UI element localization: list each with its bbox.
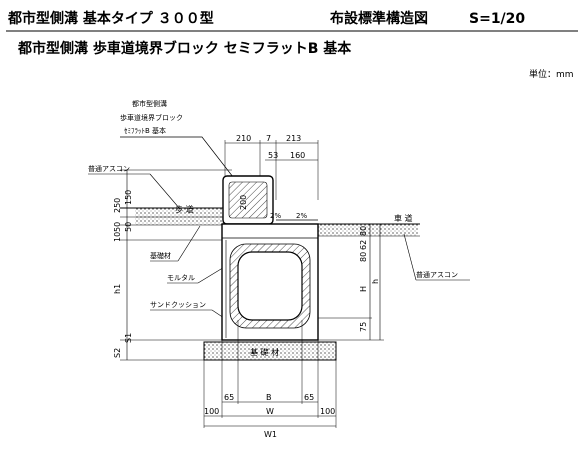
dim-top-160: 160 — [290, 151, 305, 160]
block-name-3: ｾﾐﾌﾗｯﾄB 基本 — [124, 126, 166, 135]
sidewalk-label: 歩 道 — [175, 204, 194, 214]
foundation-left-label: 基礎材 — [150, 251, 171, 260]
dim-right-80: 80 — [359, 226, 368, 236]
foundation-bottom-label: 基 礎 材 — [250, 347, 279, 357]
slope-1: 2% — [270, 212, 281, 220]
dim-top-53: 53 — [268, 151, 278, 160]
dim-top-213: 213 — [286, 134, 301, 143]
dim-right-75: 75 — [359, 322, 368, 332]
subtitle: 都市型側溝 歩車道境界ブロック セミフラットB 基本 — [17, 40, 352, 57]
curb-block-hatch — [228, 181, 268, 219]
sand-cushion-label: サンドクッション — [150, 301, 206, 309]
dim-bot-W1: W1 — [264, 430, 277, 439]
dim-bot-B: B — [266, 393, 272, 402]
dim-bot-100a: 100 — [204, 407, 219, 416]
unit-label: 単位：mm — [529, 68, 574, 80]
ascon-road — [318, 224, 418, 236]
dim-left-50a: 50 — [113, 222, 122, 232]
block-name-1: 都市型側溝 — [132, 99, 167, 108]
dim-right-62: 62 — [359, 240, 368, 250]
dim-bot-65a: 65 — [224, 393, 234, 402]
block-name-2: 歩車道境界ブロック — [120, 113, 183, 122]
mortar-label: モルタル — [167, 273, 195, 282]
dim-top-210: 210 — [236, 134, 251, 143]
title-left: 都市型側溝 基本タイプ ３００型 — [7, 10, 214, 27]
dim-block-200: 200 — [239, 195, 248, 210]
channel-inner — [237, 251, 303, 321]
dim-right-80b: 80 — [359, 252, 368, 262]
dim-left-h1: h1 — [113, 284, 122, 294]
foundation-leader-2 — [177, 225, 201, 262]
dim-left-s2: S2 — [113, 348, 122, 358]
dim-bot-65b: 65 — [304, 393, 314, 402]
roadway-label: 車 道 — [394, 213, 413, 223]
dim-bot-W: W — [266, 407, 274, 416]
dim-left-s1: S1 — [124, 333, 133, 343]
dim-bot-100b: 100 — [320, 407, 335, 416]
dim-left-50b: 50 — [124, 222, 133, 232]
foundation-sidewalk — [135, 217, 230, 225]
ascon-right-label: 普通アスコン — [416, 270, 458, 279]
ascon-sidewalk — [135, 208, 230, 217]
dim-left-250: 250 — [113, 198, 122, 213]
ascon-left-label: 普通アスコン — [88, 164, 130, 173]
dim-right-h: h — [371, 279, 380, 284]
ascon-left-leader-2 — [149, 173, 181, 210]
dim-left-10: 10 — [113, 232, 122, 242]
dim-left-150: 150 — [124, 190, 133, 205]
dim-top-7: 7 — [266, 134, 271, 143]
foundation-bottom — [203, 341, 337, 361]
dim-right-H: H — [359, 286, 368, 292]
scale-label: S=1/20 — [469, 11, 525, 27]
ascon-right-leader-2 — [403, 233, 417, 281]
title-mid: 布設標準構造図 — [330, 10, 428, 27]
block-leader — [120, 136, 241, 187]
slope-2: 2% — [296, 212, 307, 220]
